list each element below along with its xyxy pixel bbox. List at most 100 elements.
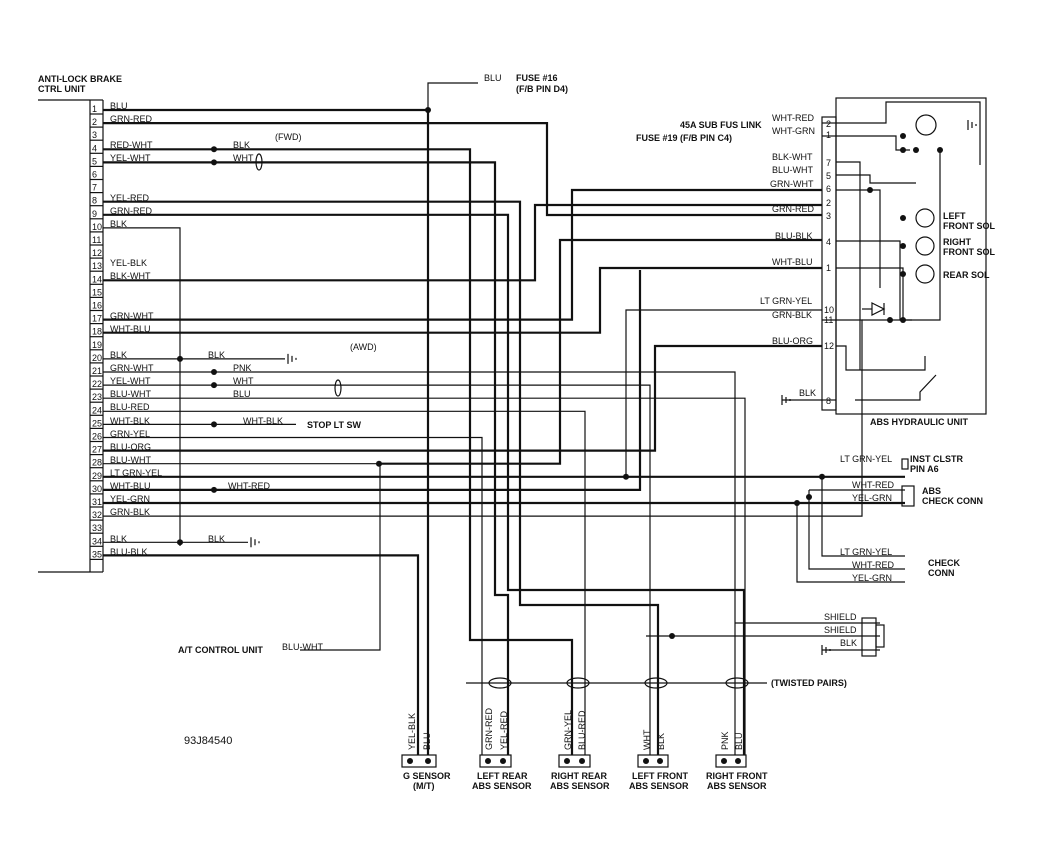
splice-dot — [211, 369, 217, 375]
ecu-pin-number: 9 — [92, 209, 97, 219]
hyd-wire: WHT-BLU — [772, 257, 813, 267]
wire — [103, 213, 746, 755]
hyd-pin: 2 — [826, 119, 831, 129]
wire-label: WHT-BLU — [110, 481, 151, 491]
ecu-pin-number: 34 — [92, 536, 102, 546]
splice-dot — [721, 758, 727, 764]
fuse16-pin: (F/B PIN D4) — [516, 84, 568, 94]
label-awd: (AWD) — [350, 342, 377, 352]
ecu-pin-number: 14 — [92, 274, 102, 284]
ecu-pin-number: 29 — [92, 471, 102, 481]
lt-grn-yel-right: LT GRN-YEL — [840, 454, 892, 464]
wire-label: YEL-WHT — [110, 376, 151, 386]
sensor-rf-1: RIGHT FRONT — [706, 771, 768, 781]
hyd-pin-numbers: 2 1 7 5 6 2 3 4 1 10 11 12 8 — [824, 119, 834, 406]
check-wire-1: LT GRN-YEL — [840, 547, 892, 557]
label-wht-pin22: WHT — [233, 376, 254, 386]
sensor-connector — [637, 754, 669, 768]
ecu-pin-number: 5 — [92, 156, 97, 166]
sensor-g-2: (M/T) — [413, 781, 435, 791]
hyd-wire: BLU-BLK — [775, 231, 813, 241]
sensor-g-1: G SENSOR — [403, 771, 451, 781]
splice-dot — [376, 460, 382, 467]
wiring — [103, 82, 981, 768]
wire — [427, 82, 478, 110]
ecu-pin-number: 30 — [92, 484, 102, 494]
hyd-wire: WHT-RED — [772, 113, 814, 123]
ecu-pin-number: 15 — [92, 287, 102, 297]
wire — [836, 174, 916, 184]
wire — [836, 267, 904, 320]
wire-label: YEL-WHT — [110, 153, 151, 163]
ecu-pin-number: 4 — [92, 143, 97, 153]
wire-label: GRN-BLK — [110, 507, 150, 517]
ecu-pin-number: 18 — [92, 327, 102, 337]
at-control-label: A/T CONTROL UNIT — [178, 645, 263, 655]
hyd-wire: BLU-ORG — [772, 336, 813, 346]
label-wht-pin5: WHT — [233, 153, 254, 163]
yel-grn-right: YEL-GRN — [852, 493, 892, 503]
check-wire-3: YEL-GRN — [852, 573, 892, 583]
splice-dot — [913, 147, 919, 153]
wire-label: LT GRN-YEL — [110, 468, 162, 478]
hyd-wire-labels: WHT-RED WHT-GRN BLK-WHT BLU-WHT GRN-WHT … — [760, 113, 816, 398]
sensor-connector — [401, 754, 437, 768]
wire — [103, 384, 651, 755]
ecu-pin-number: 24 — [92, 405, 102, 415]
splice-dot — [669, 633, 675, 639]
wire — [103, 188, 822, 321]
splice-dot — [177, 539, 183, 546]
sensor-lf-2: ABS SENSOR — [629, 781, 689, 791]
sensor-rf-2: ABS SENSOR — [707, 781, 767, 791]
wire — [250, 537, 260, 548]
wire — [287, 353, 297, 364]
ecu-pin-number: 20 — [92, 353, 102, 363]
wire — [103, 122, 822, 217]
hyd-wire: BLK — [799, 388, 816, 398]
wire — [103, 200, 660, 755]
wire — [836, 161, 861, 370]
wire — [103, 344, 822, 452]
wht-red-right: WHT-RED — [852, 480, 894, 490]
hyd-pin: 5 — [826, 171, 831, 181]
wire-label: BLK — [110, 534, 127, 544]
splice-dot — [900, 215, 906, 221]
ecu-pin-number: 26 — [92, 432, 102, 442]
wire — [103, 410, 586, 755]
splice-dot — [211, 159, 217, 166]
splice-dot — [900, 271, 906, 277]
check-conn-1: CHECK — [928, 558, 961, 568]
splice-dot — [900, 133, 906, 139]
left-front-solenoid — [915, 208, 935, 228]
sensor-labels: G SENSOR (M/T) LEFT REAR ABS SENSOR RIGH… — [403, 771, 768, 791]
abs-check-conn-2: CHECK CONN — [922, 496, 983, 506]
shield-2: SHIELD — [824, 625, 857, 635]
hyd-pin: 2 — [826, 198, 831, 208]
wire — [836, 101, 981, 165]
fuse16-label: FUSE #16 — [516, 73, 558, 83]
wire-label: GRN-WHT — [110, 363, 154, 373]
wire — [103, 227, 181, 546]
left-front-sol-1: LEFT — [943, 211, 966, 221]
wire — [103, 266, 822, 334]
ecu-pin-number: 16 — [92, 301, 102, 311]
ecu-pin-number: 2 — [92, 117, 97, 127]
wire — [103, 319, 863, 517]
fuse19-label: FUSE #19 (F/B PIN C4) — [636, 133, 732, 143]
ecu-pin-number: 7 — [92, 183, 97, 193]
rear-solenoid — [915, 264, 935, 284]
wire — [103, 371, 736, 755]
splice-dot — [657, 758, 663, 764]
wire — [855, 374, 937, 401]
ecu-pin-number: 3 — [92, 130, 97, 140]
splice-oval — [334, 379, 342, 397]
at-control-wire: BLU-WHT — [282, 642, 323, 652]
wire-label: BLU — [110, 101, 128, 111]
wire — [967, 120, 977, 130]
check-wire-2: WHT-RED — [852, 560, 894, 570]
ecu-pin-number: 33 — [92, 523, 102, 533]
diode — [871, 302, 886, 316]
sensor-connector — [479, 754, 512, 768]
sensor-wire: GRN-YEL — [563, 710, 573, 750]
splice-dot — [500, 758, 506, 764]
